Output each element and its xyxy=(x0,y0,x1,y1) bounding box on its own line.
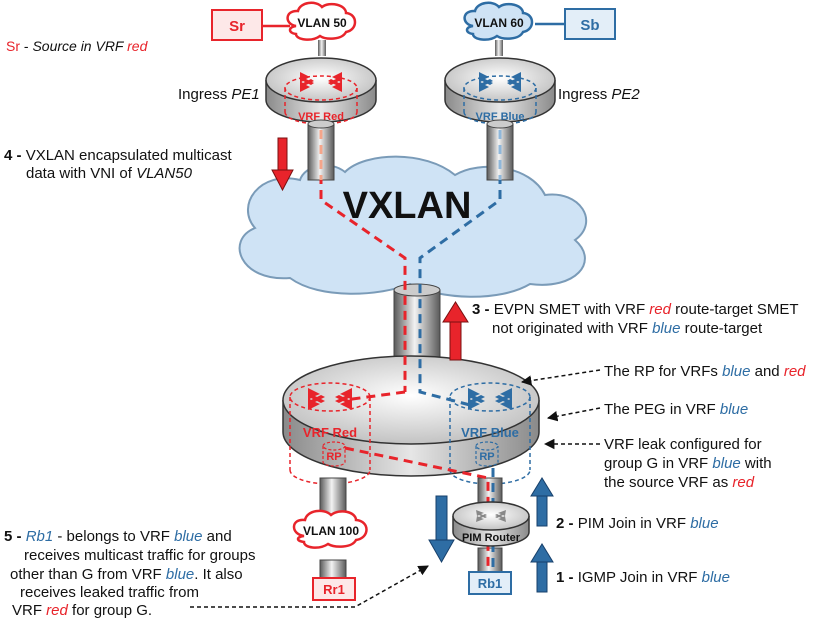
vlan100-label: VLAN 100 xyxy=(303,524,359,538)
vxlan-label: VXLAN xyxy=(343,185,472,227)
pe1-stem xyxy=(318,40,326,56)
peg-vrf-blue-label: VRF Blue xyxy=(461,425,519,440)
step4-line1: 4 - VXLAN encapsulated multicast xyxy=(4,147,232,164)
step2-arrow xyxy=(530,477,554,527)
vlan60-label: VLAN 60 xyxy=(474,16,524,30)
step5-line1: 5 - Rb1 - belongs to VRF blue and xyxy=(4,528,232,545)
pim-router-label: PIM Router xyxy=(462,532,521,544)
vlan50-cloud xyxy=(286,1,357,41)
step3-line2: not originated with VRF blue route-targe… xyxy=(492,320,763,337)
step1-text: 1 - IGMP Join in VRF blue xyxy=(556,569,730,586)
annotation-pointers xyxy=(190,369,601,608)
step4-line2: data with VNI of VLAN50 xyxy=(26,165,193,182)
pe1-vrf-red-label: VRF Red xyxy=(298,111,344,123)
pe2-label: Ingress PE2 xyxy=(558,86,640,103)
sb-box xyxy=(564,8,616,40)
rp-blue-label: RP xyxy=(479,451,494,463)
sb-label: Sb xyxy=(580,17,599,34)
pe1-label: Ingress PE1 xyxy=(178,86,260,103)
rb1-pipe xyxy=(477,547,503,575)
vlan50-label: VLAN 50 xyxy=(297,16,347,30)
leak-note-line1: VRF leak configured for xyxy=(604,436,762,453)
step3-arrow xyxy=(442,301,469,361)
pe2-stem xyxy=(495,40,503,56)
leak-note-line2: group G in VRF blue with xyxy=(604,455,772,472)
pe2-router xyxy=(444,57,556,125)
pim-router xyxy=(452,501,530,547)
sr-box xyxy=(211,9,263,41)
step1-arrow xyxy=(530,543,554,593)
leak-note-line3: the source VRF as red xyxy=(604,474,755,491)
legend-text: Sr - Source in VRF red xyxy=(6,38,149,54)
peg-router xyxy=(282,355,540,477)
pe1-router xyxy=(265,57,377,125)
peg-note: The PEG in VRF blue xyxy=(604,401,748,418)
peg-vrf-red-label: VRF Red xyxy=(303,425,357,440)
rp-note: The RP for VRFs blue and red xyxy=(604,363,806,380)
step3-line1: 3 - EVPN SMET with VRF red route-target … xyxy=(472,301,799,318)
rb1-label: Rb1 xyxy=(478,576,503,591)
step5-line3: other than G from VRF blue. It also xyxy=(10,566,243,583)
rb1-box xyxy=(468,571,512,595)
step4-arrow xyxy=(271,137,294,192)
step5-line5: VRF red for group G. xyxy=(12,602,152,619)
vlan100-cloud xyxy=(292,509,368,549)
vlan60-cloud xyxy=(463,1,534,41)
step2-text: 2 - PIM Join in VRF blue xyxy=(556,515,719,532)
rr1-label: Rr1 xyxy=(323,582,345,597)
rp-red-label: RP xyxy=(326,451,341,463)
step5-line2: receives multicast traffic for groups xyxy=(24,547,255,564)
pe2-vrf-blue-label: VRF Blue xyxy=(476,111,525,123)
step5-line4: receives leaked traffic from xyxy=(20,584,199,601)
rr1-box xyxy=(312,577,356,601)
leak-down-arrow xyxy=(428,495,455,564)
sr-label: Sr xyxy=(229,18,245,35)
